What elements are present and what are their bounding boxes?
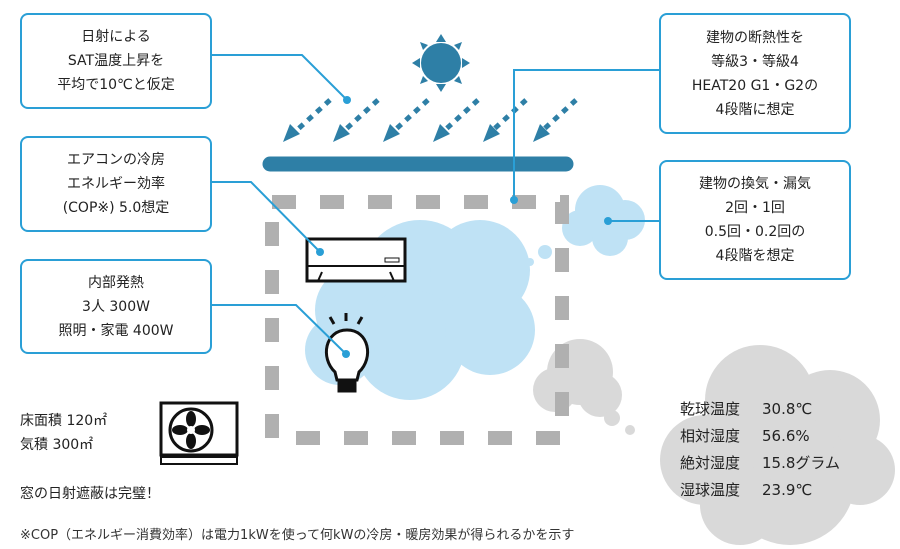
condition-label: 相対湿度	[680, 427, 741, 445]
box-line: エネルギー効率	[67, 176, 165, 192]
condition-value: 30.8℃	[762, 400, 813, 418]
box-line: 0.5回・0.2回の	[704, 224, 806, 240]
box-line: 内部発熱	[88, 274, 144, 291]
box-line: SAT温度上昇を	[67, 53, 165, 69]
internal-heat-box: 内部発熱 3人 300W 照明・家電 400W	[20, 259, 212, 354]
box-line: HEAT20 G1・G2の	[691, 77, 819, 94]
condition-value: 56.6%	[762, 427, 810, 445]
solar-assumption-box: 日射による SAT温度上昇を 平均で10℃と仮定	[20, 13, 212, 109]
cop-assumption-box: エアコンの冷房 エネルギー効率 (COP※) 5.0想定	[20, 136, 212, 232]
box-line: 建物の断熱性を	[706, 29, 804, 46]
footnote: ※COP（エネルギー消費効率）は電力1kWを使って何kWの冷房・暖房効果が得られ…	[20, 528, 575, 543]
outdoor-air-cloud	[533, 339, 895, 545]
box-line: 3人 300W	[82, 298, 150, 315]
ventilation-fan-icon	[159, 401, 239, 465]
box-line: 照明・家電 400W	[58, 322, 174, 339]
condition-label: 絶対湿度	[680, 454, 741, 472]
box-line: エアコンの冷房	[67, 152, 165, 168]
condition-value: 23.9℃	[762, 481, 813, 499]
volume: 気積 300㎡	[20, 437, 94, 453]
leader-lines	[211, 54, 659, 355]
air-conditioner-icon	[305, 237, 407, 283]
condition-row: 湿球温度 23.9℃	[680, 477, 840, 504]
box-line: 4段階に想定	[715, 101, 795, 118]
floor-area: 床面積 120㎡	[20, 413, 108, 429]
box-line: (COP※) 5.0想定	[62, 200, 170, 216]
condition-label: 湿球温度	[680, 481, 741, 499]
sun-icon	[412, 34, 470, 92]
box-line: 日射による	[81, 29, 151, 45]
condition-row: 絶対湿度 15.8グラム	[680, 450, 840, 477]
condition-row: 相対湿度 56.6%	[680, 423, 840, 450]
outdoor-conditions: 乾球温度 30.8℃ 相対湿度 56.6% 絶対湿度 15.8グラム 湿球温度 23.9…	[680, 396, 840, 504]
box-line: 4段階を想定	[715, 248, 795, 264]
box-line: 等級3・等級4	[711, 53, 799, 70]
condition-value: 15.8グラム	[762, 454, 840, 472]
room-boundary	[265, 195, 569, 445]
shading-note: 窓の日射遮蔽は完璧！	[20, 486, 160, 502]
insulation-box: 建物の断熱性を 等級3・等級4 HEAT20 G1・G2の 4段階に想定	[659, 13, 851, 134]
condition-label: 乾球温度	[680, 400, 741, 418]
solar-arrows	[295, 98, 578, 132]
ventilation-cloud	[526, 185, 645, 266]
box-line: 建物の換気・漏気	[699, 176, 811, 192]
box-line: 2回・1回	[725, 200, 785, 216]
box-line: 平均で10℃と仮定	[57, 77, 175, 93]
condition-row: 乾球温度 30.8℃	[680, 396, 840, 423]
ventilation-box: 建物の換気・漏気 2回・1回 0.5回・0.2回の 4段階を想定	[659, 160, 851, 280]
